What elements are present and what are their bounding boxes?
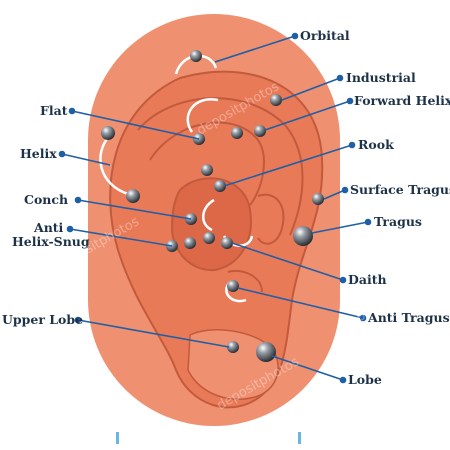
rings [99,54,254,303]
label-upper-lobe: Upper Lobe [2,312,83,327]
rook-stud-a [201,164,213,176]
label-lobe: Lobe [348,372,382,387]
upper-lobe-stud [227,341,239,353]
label-anti-helix-snug-line1: Anti [33,220,64,235]
rook-stud-b [214,180,226,192]
forward-helix-ring [186,97,219,133]
snug-stud-c [203,232,215,244]
anti-tragus-stud [227,280,239,292]
label-orbital: Orbital [300,28,350,43]
antitragus-shape [227,270,263,293]
label-rook: Rook [358,137,394,152]
orbital-stud [190,50,202,62]
forward-helix-stud [254,125,266,137]
flat-stud-a [231,127,243,139]
daith-stud [221,237,233,249]
helix-ring [99,134,129,196]
antihelix-fold [149,121,265,206]
label-tragus: Tragus [374,214,422,229]
concha [170,177,252,272]
label-flat: Flat [40,103,68,118]
bottom-marks [116,432,301,444]
surface-tragus-stud [312,193,324,205]
helix-stud-a [101,126,115,140]
snug-stud-b [184,237,196,249]
leader-lines [58,32,372,384]
label-industrial: Industrial [346,70,416,85]
label-forward-helix: Forward Helix [354,93,450,108]
label-anti-helix-snug-line2: Helix-Snug [12,234,90,249]
earlobe [187,329,279,400]
label-surface-tragus: Surface Tragus [350,182,450,197]
label-conch: Conch [24,192,68,207]
labels: Orbital Industrial Forward Helix Flat He… [2,28,450,387]
label-daith: Daith [348,272,387,287]
label-helix: Helix [20,146,57,161]
industrial-stud [270,94,282,106]
tragus-shape [257,193,285,245]
tragus-stud [293,226,313,246]
label-anti-tragus: Anti Tragus [367,310,450,325]
helix-stud-b [126,189,140,203]
lobe-stud [256,342,276,362]
rook-ring [202,198,215,232]
helix-rim [137,97,304,236]
